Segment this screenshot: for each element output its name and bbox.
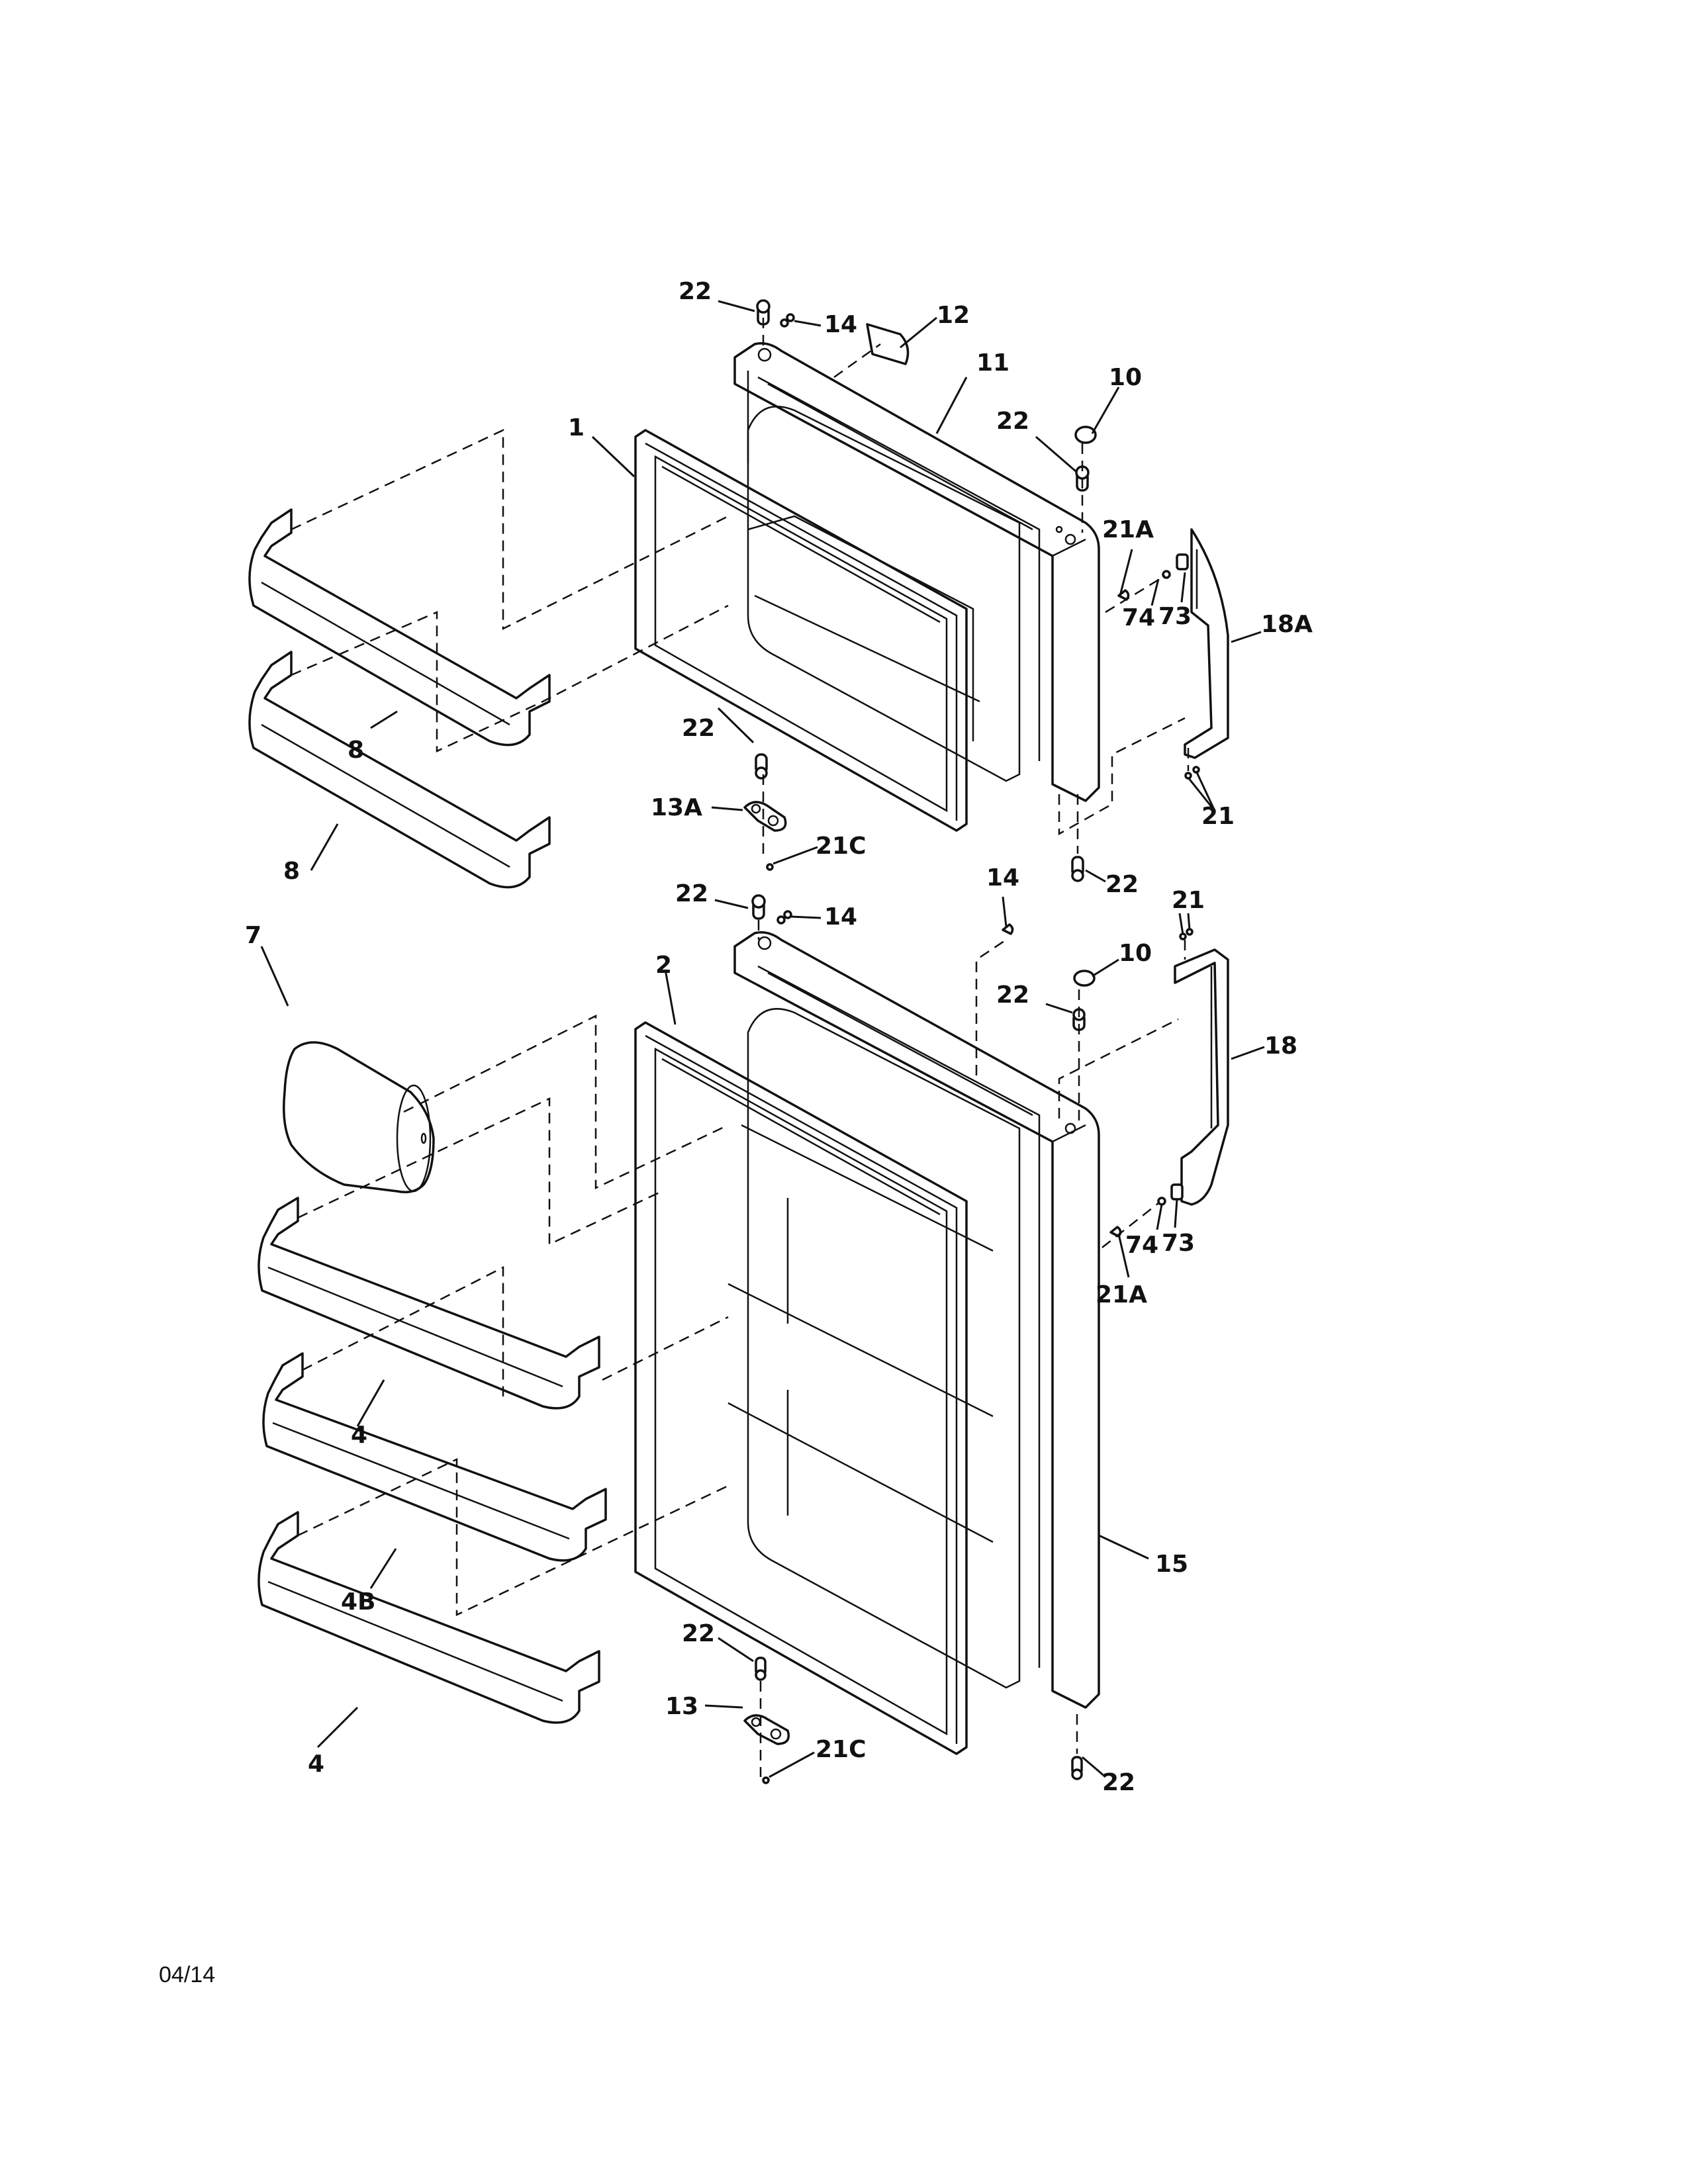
freezer-plug — [1074, 426, 1097, 444]
callout-14-fresh-right: 14 — [986, 864, 1019, 891]
callout-8-lower: 8 — [283, 858, 300, 885]
callout-22-fresh-top: 22 — [675, 880, 708, 907]
freezer-handle-18a — [1184, 528, 1229, 759]
fresh-food-hinge-pin-bottom — [755, 1657, 767, 1681]
freezer-shelf-upper — [248, 508, 551, 747]
freezer-door-outer — [733, 342, 1100, 802]
callout-18: 18 — [1264, 1032, 1297, 1060]
callout-21-fresh: 21 — [1172, 887, 1205, 914]
callout-21-freezer: 21 — [1201, 803, 1235, 830]
callout-13a: 13A — [651, 794, 702, 821]
callout-labels: 22 14 12 11 10 22 1 21A 74 73 18A 21 8 8… — [245, 278, 1313, 1796]
callout-21a-freezer: 21A — [1102, 516, 1154, 543]
callout-4-lower: 4 — [308, 1751, 324, 1778]
callout-2: 2 — [655, 952, 672, 979]
callout-22-freezer-bottom-right: 22 — [1105, 871, 1139, 898]
callout-21a-fresh: 21A — [1096, 1281, 1147, 1308]
callout-4-upper: 4 — [351, 1422, 367, 1449]
fresh-food-hinge-pin-top — [751, 894, 766, 920]
callout-1: 1 — [568, 414, 585, 441]
callout-22-freezer-right: 22 — [996, 408, 1029, 435]
callout-22-freezer-bottom: 22 — [682, 715, 715, 742]
freezer-handle-clip-73 — [1176, 553, 1189, 570]
callout-21c-freezer: 21C — [816, 833, 867, 860]
fresh-food-handle-clip-73 — [1170, 1183, 1184, 1201]
freezer-screw-14a — [780, 318, 789, 328]
freezer-hinge-pin-bottom-right — [1071, 856, 1084, 882]
fresh-food-plug — [1073, 970, 1096, 987]
callout-4b: 4B — [341, 1588, 376, 1615]
callout-21c-fresh: 21C — [816, 1736, 867, 1763]
freezer-door-assembly — [248, 299, 1229, 889]
freezer-handle-screw-1 — [1184, 772, 1192, 780]
fresh-food-gasket — [634, 1021, 968, 1755]
fresh-food-shelf-2 — [262, 1352, 607, 1562]
fresh-food-screw-14a — [776, 915, 786, 925]
fresh-food-screw-14c — [1002, 923, 1014, 935]
callout-13: 13 — [665, 1693, 698, 1720]
fresh-food-shelf-3 — [258, 1511, 600, 1724]
freezer-shelf-lower — [248, 651, 551, 889]
callout-22-fresh-bottom-right: 22 — [1102, 1769, 1135, 1796]
callout-22-fresh-bottom: 22 — [682, 1620, 715, 1647]
date-code: 04/14 — [159, 1962, 215, 1987]
fresh-food-handle-clip-74 — [1157, 1197, 1166, 1206]
freezer-hinge-pin-top — [756, 299, 771, 326]
callout-73-freezer: 73 — [1158, 603, 1192, 630]
callout-10-freezer: 10 — [1109, 364, 1142, 391]
callout-leaders — [260, 300, 1265, 1778]
fresh-food-handle-screw-2 — [1186, 928, 1194, 936]
fresh-food-hinge-screw-21c — [762, 1776, 770, 1784]
callout-8-upper: 8 — [348, 737, 364, 764]
freezer-hinge-screw-21c — [766, 863, 774, 871]
freezer-hinge-13a — [743, 801, 787, 832]
callout-15: 15 — [1155, 1551, 1188, 1578]
fresh-food-screw-14b — [783, 910, 792, 919]
fresh-food-hinge-13 — [743, 1714, 790, 1745]
freezer-gasket — [634, 429, 968, 832]
callout-18a: 18A — [1261, 611, 1313, 638]
callout-14-freezer-top: 14 — [824, 311, 857, 338]
freezer-hinge-pin-bottom — [755, 753, 768, 780]
freezer-screw-14b — [786, 313, 795, 322]
freezer-handle-clip-74 — [1162, 570, 1171, 579]
callout-74-fresh: 74 — [1125, 1232, 1158, 1259]
callout-74-freezer: 74 — [1122, 604, 1155, 631]
fresh-food-door-assembly — [258, 894, 1229, 1784]
callout-22-freezer-top: 22 — [679, 278, 712, 305]
freezer-nameplate — [866, 323, 910, 365]
callout-10-fresh: 10 — [1119, 940, 1152, 967]
fresh-food-handle-18 — [1174, 948, 1229, 1206]
fresh-food-handle-screw-1 — [1179, 933, 1187, 940]
callout-7: 7 — [245, 922, 261, 949]
fresh-food-shelf-1 — [258, 1197, 600, 1410]
callout-14-fresh-top: 14 — [824, 903, 857, 931]
fresh-food-door-outer — [727, 931, 1100, 1709]
fresh-food-hinge-pin-bottom-right — [1071, 1756, 1083, 1780]
callout-22-fresh-right: 22 — [996, 981, 1029, 1009]
callout-73-fresh: 73 — [1162, 1230, 1195, 1257]
butter-bin — [283, 1041, 435, 1193]
callout-11: 11 — [976, 349, 1009, 377]
callout-12: 12 — [937, 302, 970, 329]
